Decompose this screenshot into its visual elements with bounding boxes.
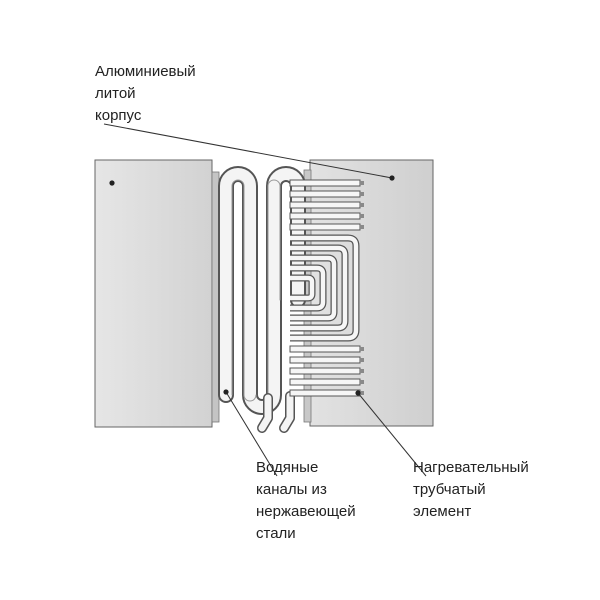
- leader-line-housing: [103, 123, 395, 186]
- label-water-channels: Водяные каналы из нержавеющей стали: [256, 457, 356, 545]
- label-channels-line-2: каналы из: [256, 481, 327, 498]
- label-element-line-2: трубчатый: [413, 481, 486, 498]
- leader-line-element: [355, 390, 427, 477]
- left-housing-block: [94, 159, 220, 428]
- heating-element-upper-runs: [289, 179, 364, 231]
- leader-line-channels: [223, 389, 278, 477]
- label-element-line-1: Нагревательный: [413, 459, 529, 476]
- heating-element-nested-loops: [290, 234, 360, 342]
- label-channels-line-3: нержавеющей: [256, 503, 356, 520]
- label-housing-line-3: корпус: [95, 107, 142, 124]
- heating-element-lower-runs: [289, 345, 364, 397]
- label-aluminium-housing: Алюминиевый литой корпус: [95, 61, 196, 127]
- label-housing-line-1: Алюминиевый: [95, 63, 196, 80]
- label-housing-line-2: литой: [95, 85, 136, 102]
- water-channels-serpentine: [218, 166, 306, 433]
- label-element-line-3: элемент: [413, 503, 472, 520]
- label-channels-line-4: стали: [256, 525, 296, 542]
- label-heating-element: Нагревательный трубчатый элемент: [413, 457, 529, 523]
- label-channels-line-1: Водяные: [256, 459, 319, 476]
